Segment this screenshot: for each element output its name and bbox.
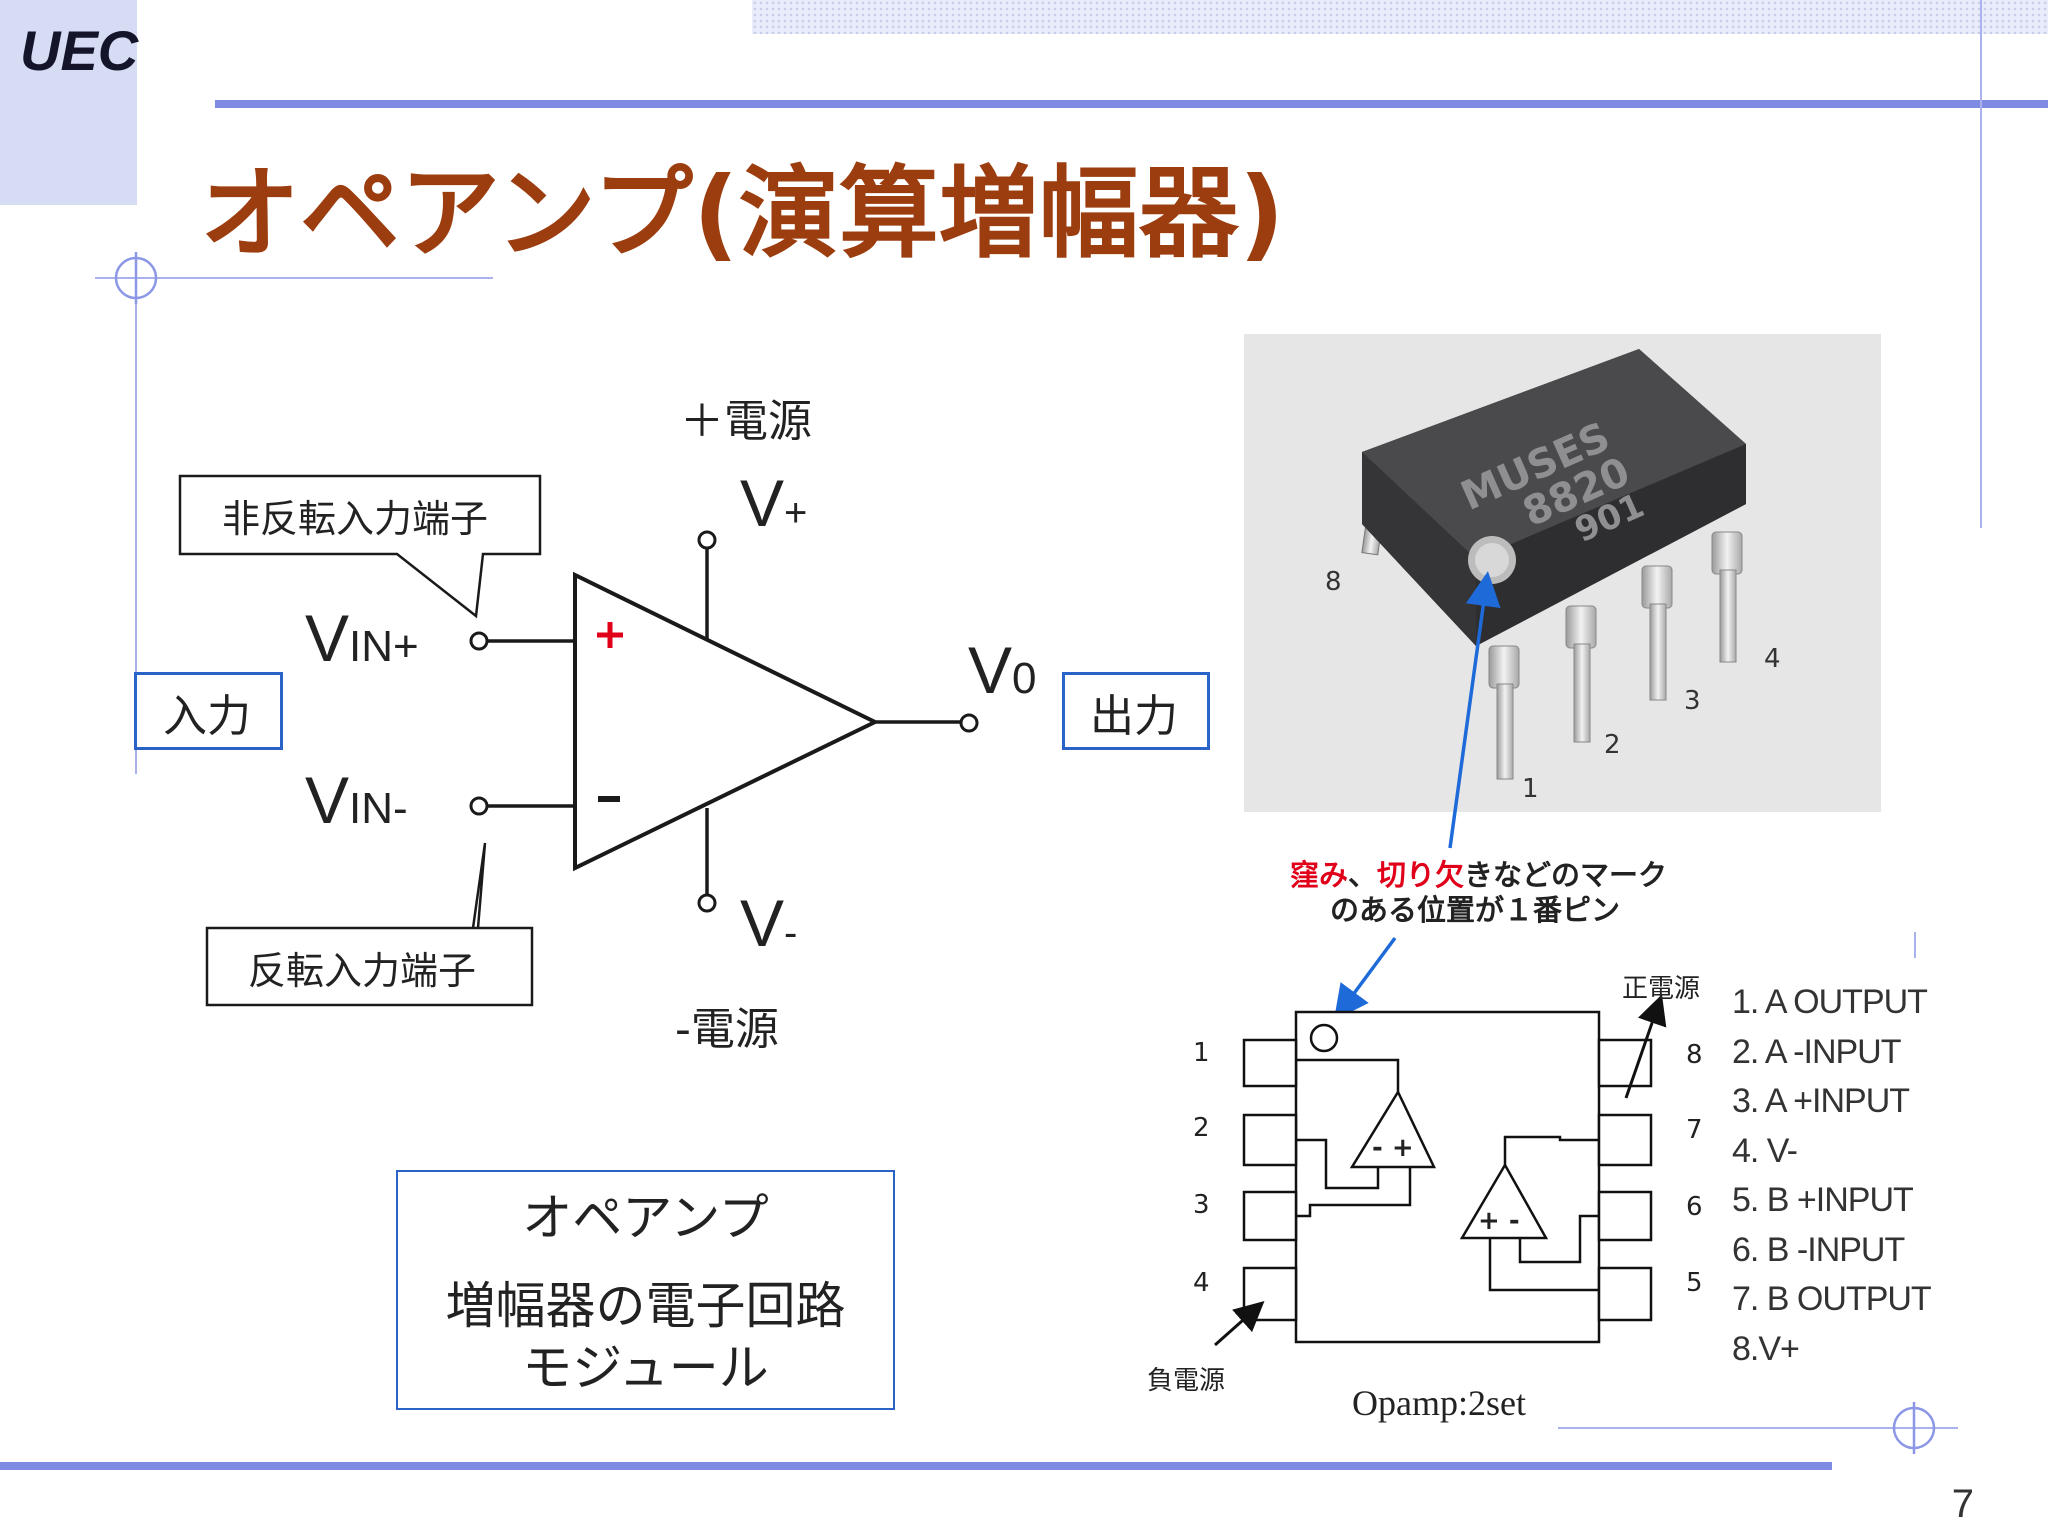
neg-supply-label: -電源 (675, 1004, 779, 1055)
amp-b-signs: + - (1478, 1206, 1520, 1236)
pin-stub-6 (1597, 1190, 1653, 1242)
vplus-terminal (697, 530, 717, 550)
page-title: オペアンプ(演算増幅器) (200, 155, 1285, 272)
pin-function-1: 1. A OUTPUT (1732, 983, 1928, 1021)
pinout-right-pin-6: 6 (1686, 1192, 1703, 1222)
vin-plus-terminal (469, 631, 489, 651)
pinout-left-pin-3: 3 (1193, 1190, 1210, 1220)
arrow-to-photo-dimple (1448, 571, 1501, 849)
opamp-triangle (573, 571, 880, 872)
input-label: 入力 (163, 691, 251, 742)
logo-block (0, 0, 137, 205)
pinout-package-body (1294, 1010, 1601, 1344)
photo-pin-1: 1 (1522, 774, 1539, 804)
pinout-pos-supply-label: 正電源 (1622, 974, 1701, 1004)
v-in-plus-label: VIN+ (305, 601, 419, 675)
vout-terminal (959, 713, 979, 733)
page-number: 7 (1951, 1482, 1974, 1526)
neg-supply-arrow (1214, 1301, 1265, 1347)
logo: UEC (20, 19, 139, 82)
notch-note-em-2: 切り欠 (1377, 858, 1465, 892)
notch-note-line-1: 窪み、切り欠きなどのマーク (1290, 858, 1668, 892)
notch-note-line-2: のある位置が１番ピン (1330, 893, 1621, 927)
pinout-caption: Opamp:2set (1352, 1383, 1526, 1423)
left-horizontal-line (95, 277, 493, 279)
amp-b-triangle (1459, 1162, 1549, 1240)
pin-function-2: 2. A -INPUT (1732, 1032, 1901, 1071)
noninverting-callout-text: 非反転入力端子 (222, 497, 489, 541)
pin-function-4: 4. V- (1732, 1131, 1798, 1170)
input-box (134, 672, 283, 750)
pin-function-5: 5. B +INPUT (1732, 1181, 1914, 1219)
pos-supply-label: ＋電源 (680, 396, 812, 447)
dotted-header-band (752, 0, 2048, 34)
pinout-left-pin-2: 2 (1193, 1113, 1210, 1143)
photo-pin-4: 4 (1764, 644, 1781, 674)
pinout-neg-supply-label: 負電源 (1147, 1366, 1226, 1396)
output-box (1062, 672, 1210, 750)
arrow-to-pinout-dot (1333, 936, 1397, 1021)
pin-function-6: 6. B -INPUT (1732, 1230, 1905, 1269)
description-line-2: 増幅器の電子回路 (445, 1277, 846, 1335)
v-minus-label: V- (740, 886, 798, 960)
amp-a-triangle (1349, 1089, 1436, 1169)
pinout-left-pin-1: 1 (1193, 1038, 1210, 1068)
pinout-left-pin-4: 4 (1193, 1268, 1210, 1298)
right-vertical-line (1980, 0, 1982, 528)
pinout-right-pin-7: 7 (1686, 1115, 1703, 1145)
photo-pin-3: 3 (1684, 686, 1701, 716)
noninverting-callout-box (178, 474, 542, 619)
left-vertical-line (135, 262, 137, 774)
pin-function-list: 1. A OUTPUT 2. A -INPUT 3. A +INPUT 4. V… (1732, 978, 1932, 1374)
pin-stub-2 (1242, 1113, 1298, 1167)
pin-list-tick (1914, 932, 1916, 958)
vminus-terminal (697, 893, 717, 913)
pin-function-8: 8.V+ (1732, 1329, 1800, 1368)
notch-note-em-1: 窪み (1290, 858, 1349, 892)
photo-pin-8: 8 (1325, 567, 1342, 597)
description-line-1: オペアンプ (522, 1189, 769, 1247)
photo-pin-2: 2 (1604, 730, 1621, 760)
description-line-3: モジュール (522, 1339, 769, 1397)
bottom-right-horizontal-line (1558, 1427, 1958, 1429)
v-in-minus-label: VIN- (305, 763, 408, 837)
vin-minus-terminal (469, 796, 489, 816)
inverting-callout-box (205, 842, 534, 1007)
pin-stub-7 (1597, 1113, 1653, 1167)
pin-stub-3 (1242, 1190, 1298, 1242)
v-out-label: V0 (968, 633, 1037, 707)
inverting-callout-text: 反転入力端子 (248, 949, 477, 993)
output-label: 出力 (1090, 691, 1178, 742)
pinout-pin1-dot (1309, 1023, 1339, 1053)
chip-illustration: MUSES 8820 901 (1361, 349, 1746, 780)
chip-photo: MUSES 8820 901 8 4 3 2 1 (1244, 334, 1881, 812)
bottom-divider-bar (0, 1462, 1832, 1470)
description-box: オペアンプ 増幅器の電子回路 モジュール (396, 1170, 895, 1410)
pinout-right-pin-8: 8 (1686, 1040, 1703, 1070)
amp-a-signs: - + (1372, 1133, 1414, 1163)
pinout-right-pin-5: 5 (1686, 1268, 1703, 1298)
pin-stub-8 (1597, 1038, 1653, 1088)
pin-function-3: 3. A +INPUT (1732, 1082, 1910, 1120)
pin-stub-5 (1597, 1266, 1653, 1322)
v-plus-label: V+ (740, 466, 808, 540)
pin-stub-1 (1242, 1038, 1298, 1088)
pin-function-7: 7. B OUTPUT (1732, 1280, 1932, 1318)
pos-supply-arrow (1624, 994, 1667, 1099)
top-divider-bar (215, 100, 2048, 108)
